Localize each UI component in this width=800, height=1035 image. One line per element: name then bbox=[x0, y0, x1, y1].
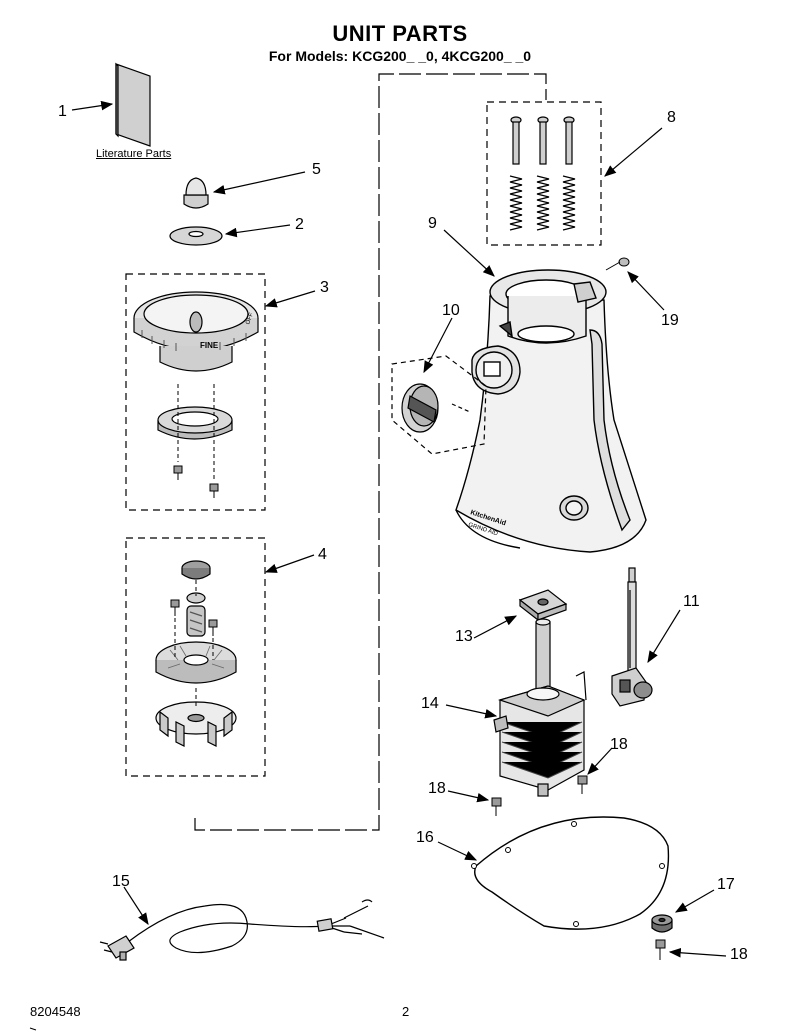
screw-18-b bbox=[491, 797, 502, 816]
callout-18-a: 18 bbox=[610, 736, 628, 753]
cord-plug bbox=[99, 935, 135, 961]
rods-and-springs bbox=[509, 116, 576, 231]
cap-nut bbox=[183, 177, 209, 209]
callout-10: 10 bbox=[442, 302, 460, 319]
strain-relief bbox=[316, 918, 334, 932]
group-box-8 bbox=[486, 101, 602, 246]
screw-19 bbox=[605, 257, 630, 271]
document-number: 8204548 bbox=[30, 1004, 81, 1019]
group-box-3 bbox=[125, 273, 266, 511]
callout-1: 1 bbox=[58, 103, 67, 120]
rubber-foot bbox=[651, 914, 673, 933]
literature-booklet bbox=[115, 62, 151, 147]
callout-18-b: 18 bbox=[428, 780, 446, 797]
callout-15: 15 bbox=[112, 873, 130, 890]
literature-parts-label: Literature Parts bbox=[96, 148, 172, 160]
models-subtitle: For Models: KCG200_ _0, 4KCG200_ _0 bbox=[268, 48, 532, 64]
callout-3: 3 bbox=[320, 279, 329, 296]
screw-18-a bbox=[577, 775, 588, 794]
adjustment-ring bbox=[133, 291, 259, 372]
callout-11: 11 bbox=[683, 593, 700, 610]
callout-2: 2 bbox=[295, 216, 304, 233]
power-cord bbox=[127, 899, 385, 954]
page-title: UNIT PARTS bbox=[332, 21, 468, 46]
housing bbox=[455, 269, 647, 553]
assembly-route-line bbox=[194, 73, 547, 831]
page-number: 2 bbox=[402, 1004, 410, 1019]
washer bbox=[169, 226, 223, 246]
switch bbox=[611, 567, 653, 707]
callout-4: 4 bbox=[318, 546, 327, 563]
ring-side-marking: OFF bbox=[245, 312, 255, 326]
callout-17: 17 bbox=[717, 876, 735, 893]
ring-fine-marking: FINE bbox=[200, 341, 219, 350]
callout-16: 16 bbox=[416, 829, 434, 846]
ring-screws bbox=[173, 465, 219, 498]
callout-13: 13 bbox=[455, 628, 473, 645]
callout-14: 14 bbox=[421, 695, 439, 712]
motor-pad bbox=[518, 589, 568, 622]
burr-screws bbox=[170, 599, 218, 636]
burr-assembly bbox=[155, 560, 237, 747]
screw-18-c bbox=[655, 939, 666, 960]
callout-9: 9 bbox=[428, 215, 437, 232]
base-plate bbox=[471, 816, 670, 930]
callout-5: 5 bbox=[312, 161, 321, 178]
group-box-4 bbox=[125, 537, 266, 777]
knob-cover bbox=[391, 355, 487, 455]
callout-19: 19 bbox=[661, 312, 679, 329]
callout-18-c: 18 bbox=[730, 946, 748, 963]
callout-8: 8 bbox=[667, 109, 676, 126]
ring-gasket bbox=[157, 406, 233, 440]
motor bbox=[493, 618, 587, 797]
